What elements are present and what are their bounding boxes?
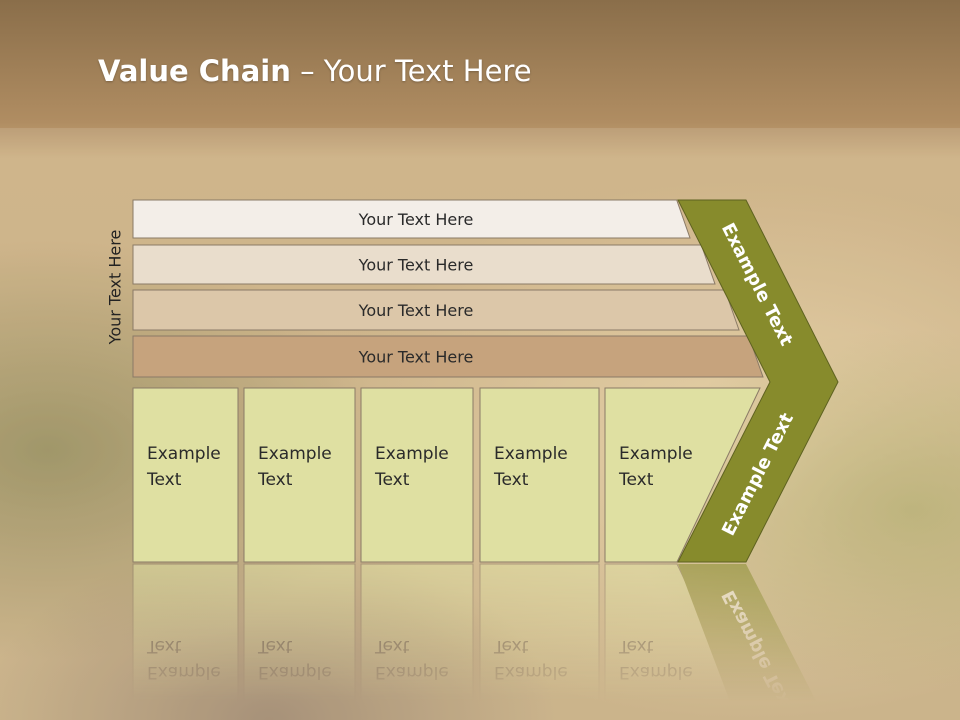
title-rest: – Your Text Here	[290, 54, 532, 88]
support-box-1-line1-reflection: Example	[147, 662, 221, 682]
support-box-1-line1: Example	[147, 444, 221, 464]
support-box-5-reflection	[604, 563, 752, 720]
row-1-label: Your Text Here	[358, 210, 474, 229]
support-box-2-reflection	[243, 563, 356, 720]
support-box-3-line1-reflection: Example	[375, 662, 449, 682]
support-box-5-line1: Example	[619, 444, 693, 464]
support-box-2	[243, 387, 356, 563]
row-3	[132, 289, 740, 331]
support-box-3-line2-reflection: Text	[374, 636, 410, 656]
support-box-3	[360, 387, 474, 563]
support-box-5-line2: Text	[618, 470, 654, 490]
row-2	[132, 244, 716, 285]
row-2-label: Your Text Here	[358, 256, 474, 275]
support-box-4	[479, 387, 600, 563]
slide-title: Value Chain – Your Text Here	[98, 54, 532, 88]
support-box-2-line2: Text	[257, 470, 293, 490]
support-box-5-line1-reflection: Example	[619, 662, 693, 682]
title-bold: Value Chain	[98, 54, 291, 88]
chevron-shape	[677, 199, 839, 563]
support-box-4-line2-reflection: Text	[493, 636, 529, 656]
support-box-1-line2-reflection: Text	[146, 636, 182, 656]
row-3-label: Your Text Here	[358, 301, 474, 320]
support-box-3-line2: Text	[374, 470, 410, 490]
support-box-2-line1-reflection: Example	[258, 662, 332, 682]
support-box-4-reflection	[479, 563, 600, 720]
support-box-4-line1: Example	[494, 444, 568, 464]
support-box-3-line1: Example	[375, 444, 449, 464]
support-box-4-line2: Text	[493, 470, 529, 490]
support-box-1-reflection	[132, 563, 239, 720]
support-box-2-line2-reflection: Text	[257, 636, 293, 656]
support-box-2-line1: Example	[258, 444, 332, 464]
row-4-label: Your Text Here	[358, 348, 474, 367]
row-4	[132, 335, 764, 378]
chevron-reflection	[678, 564, 826, 720]
support-box-4-line1-reflection: Example	[494, 662, 568, 682]
support-box-1-line2: Text	[146, 470, 182, 490]
support-box-5	[604, 387, 761, 563]
support-box-3-reflection	[360, 563, 474, 720]
support-box-1	[132, 387, 239, 563]
row-1	[132, 199, 691, 239]
support-box-5-line2-reflection: Text	[618, 636, 654, 656]
